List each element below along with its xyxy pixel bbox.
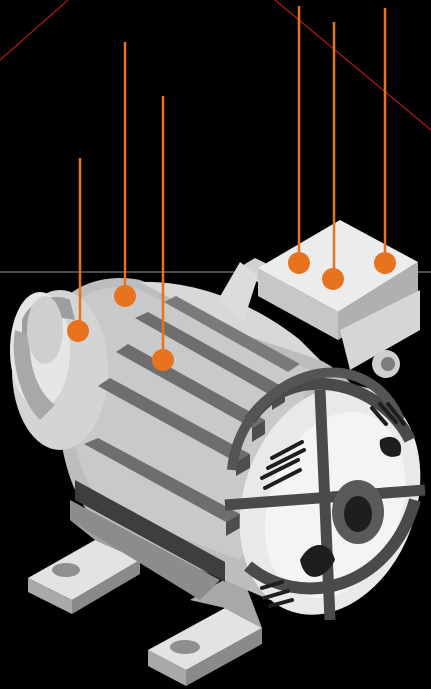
callout-4 — [288, 6, 310, 274]
guide-line-red-left — [0, 0, 68, 60]
callout-3-dot — [152, 349, 174, 371]
callout-2-dot — [114, 285, 136, 307]
callout-5-dot — [322, 268, 344, 290]
end-cap — [10, 290, 108, 450]
callout-2 — [114, 42, 136, 307]
callout-6-dot — [374, 252, 396, 274]
callout-6 — [374, 8, 396, 274]
callout-1-dot — [67, 320, 89, 342]
callout-4-dot — [288, 252, 310, 274]
